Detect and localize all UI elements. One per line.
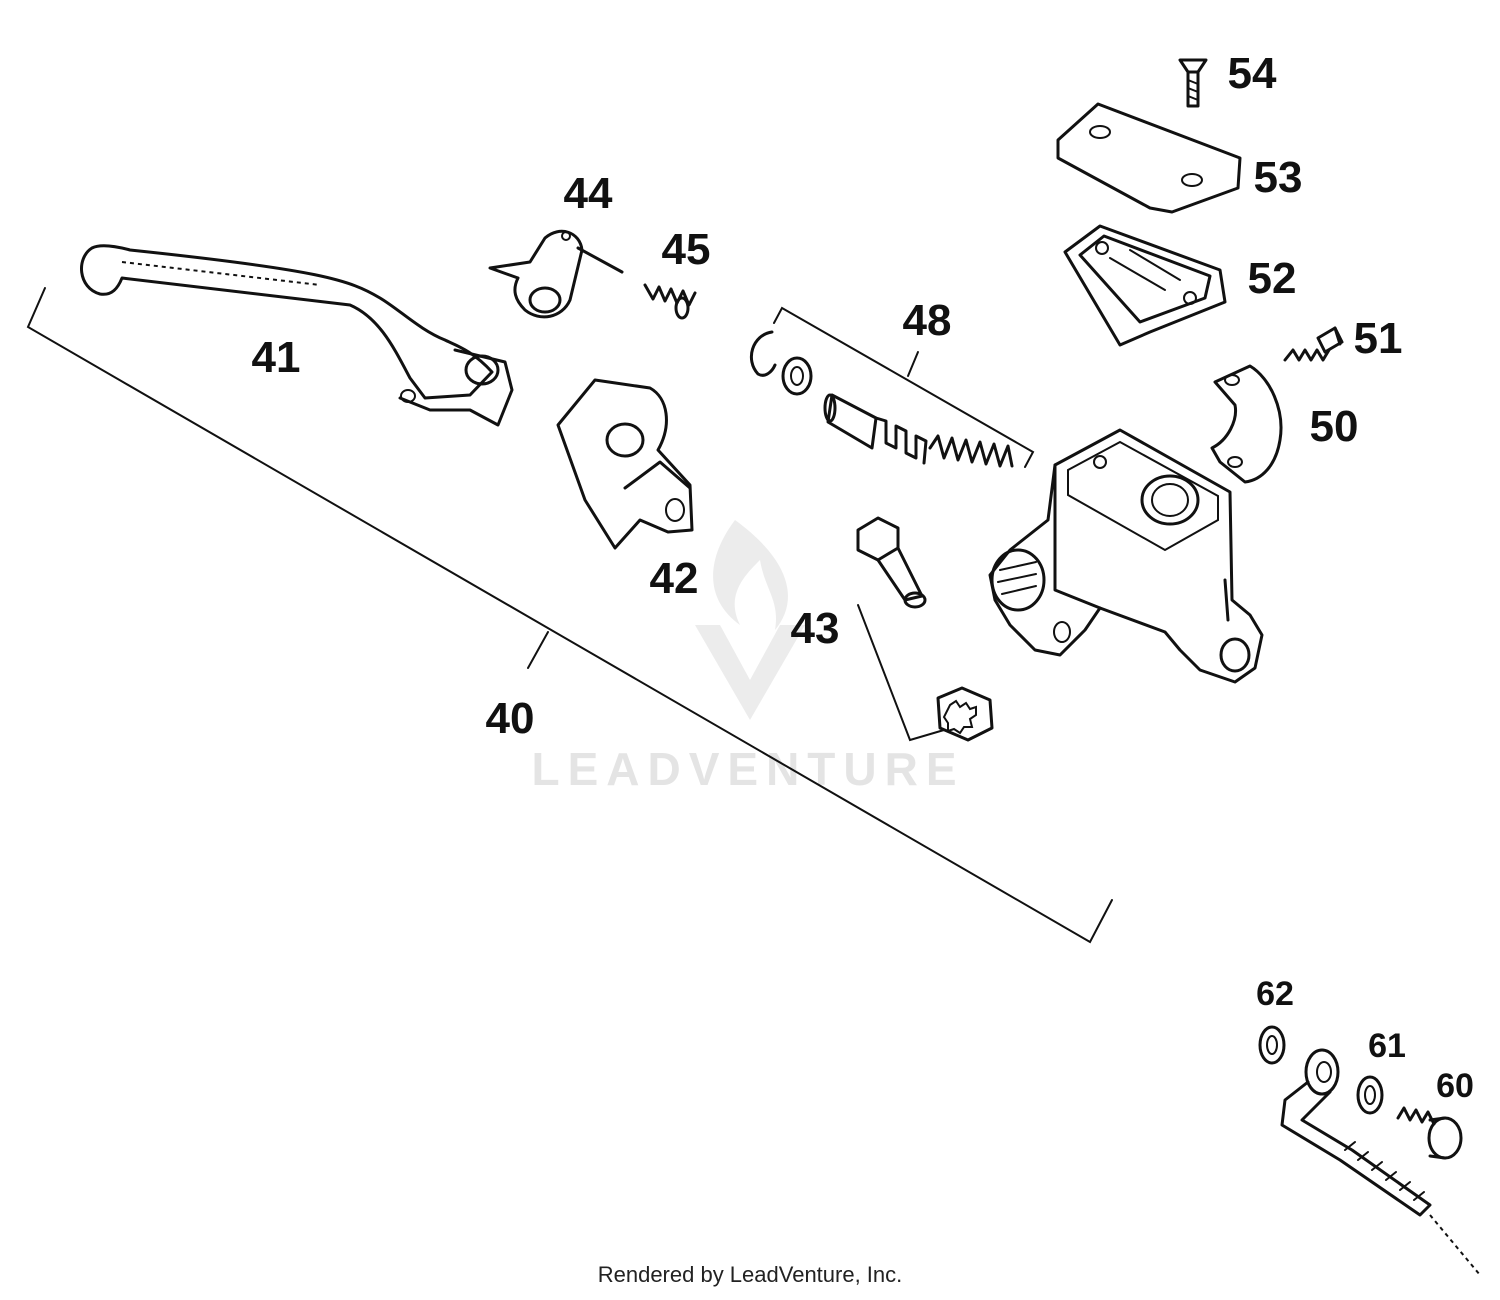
leadventure-watermark-logo bbox=[695, 520, 805, 720]
part-61-washer bbox=[1356, 1075, 1384, 1115]
watermark-text: LEADVENTURE bbox=[531, 743, 964, 795]
label-part-48: 48 bbox=[903, 296, 952, 345]
part-62-washer bbox=[1258, 1025, 1286, 1065]
label-part-54: 54 bbox=[1228, 49, 1277, 98]
part-50-clamp bbox=[1210, 364, 1283, 484]
label-part-44: 44 bbox=[564, 169, 613, 218]
label-part-45: 45 bbox=[662, 225, 711, 274]
label-part-50: 50 bbox=[1310, 402, 1359, 451]
part-42-lever-bracket bbox=[556, 378, 694, 550]
part-53-reservoir-cover bbox=[1056, 102, 1242, 214]
label-part-40: 40 bbox=[486, 694, 535, 743]
part-48-piston-kit bbox=[749, 306, 1035, 468]
label-part-42: 42 bbox=[650, 554, 699, 603]
part-52-diaphragm bbox=[1063, 224, 1227, 347]
part-44-adjuster bbox=[488, 229, 624, 319]
part-51-bolt bbox=[1283, 326, 1344, 362]
label-part-60: 60 bbox=[1436, 1067, 1474, 1105]
label-part-43: 43 bbox=[791, 604, 840, 653]
assembly-bracket-40 bbox=[26, 287, 1113, 944]
label-part-52: 52 bbox=[1248, 254, 1297, 303]
part-45-spring bbox=[643, 283, 697, 320]
part-54-screw bbox=[1178, 58, 1208, 108]
label-part-41: 41 bbox=[252, 333, 301, 382]
brake-line-hose bbox=[1280, 1048, 1481, 1276]
master-cylinder-body bbox=[988, 428, 1264, 684]
label-part-51: 51 bbox=[1354, 314, 1403, 363]
label-part-53: 53 bbox=[1254, 153, 1303, 202]
part-43-banjo-bolt bbox=[856, 516, 994, 742]
label-part-62: 62 bbox=[1256, 975, 1294, 1013]
footer-credit: Rendered by LeadVenture, Inc. bbox=[597, 1262, 903, 1287]
part-60-banjo-bolt bbox=[1396, 1106, 1463, 1160]
part-41-hand-lever bbox=[80, 244, 514, 427]
label-part-61: 61 bbox=[1368, 1027, 1406, 1065]
